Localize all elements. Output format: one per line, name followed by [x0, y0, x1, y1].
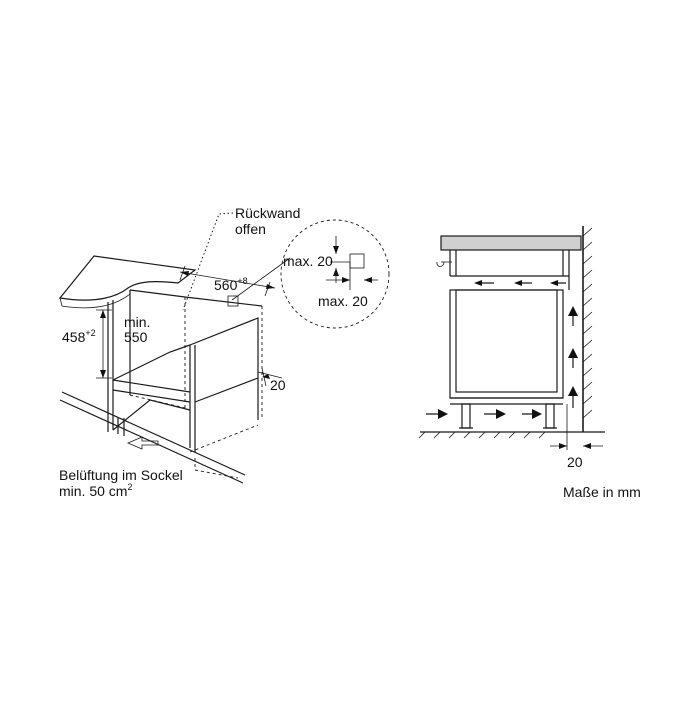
depth-label-line1: min. [124, 314, 150, 330]
hidden-plinth-edge [194, 458, 239, 479]
height-dimension-ticks [96, 309, 112, 379]
width-dimension-label: 560+8 [214, 276, 248, 293]
rear-gap-label: 20 [567, 454, 583, 470]
detail-leader [231, 257, 291, 301]
upper-frame-right [562, 250, 570, 290]
leg-front [461, 403, 471, 429]
floor-hatching [418, 431, 546, 439]
width-dimension-line [179, 271, 276, 289]
rueckwand-label: Rückwand [235, 205, 300, 221]
detail-arrow-down [333, 246, 339, 254]
rear-gap-arrow-right [583, 443, 591, 449]
oven-body [449, 289, 564, 399]
airflow-arrow-left-1 [474, 280, 482, 286]
niche-shelf-right [194, 377, 259, 403]
width-arrow-left [180, 271, 189, 276]
upper-frame-left [449, 250, 457, 276]
height-arrow-top [100, 310, 106, 318]
countertop [58, 255, 197, 301]
gap-arrow [262, 374, 270, 379]
ventilation-arrow-icon [126, 436, 159, 450]
airflow-arrow-right-3 [532, 409, 542, 419]
countertop-edge [59, 293, 131, 309]
detail-circle-outline [280, 219, 390, 329]
floor-line [61, 391, 246, 476]
wall-hatching [582, 227, 593, 419]
width-arrow-right [266, 284, 275, 289]
offen-label: offen [235, 221, 266, 237]
detail-arrow-left [364, 277, 372, 283]
detail-circle [280, 219, 390, 329]
detail-arrow-right [342, 277, 350, 283]
airflow-arrow-up-3 [568, 306, 578, 316]
ventilation-label-line1: Belüftung im Sockel [59, 467, 183, 483]
airflow-arrow-right-1 [438, 409, 448, 419]
oven-inner [455, 289, 558, 393]
cabinet-base [450, 397, 563, 405]
rueckwand-leader [182, 212, 234, 311]
rear-gap-arrow-left [559, 443, 567, 449]
airflow-arrow-up-1 [568, 386, 578, 396]
height-arrow-bottom [100, 370, 106, 378]
floor-line-2 [59, 399, 244, 484]
airflow-arrows [426, 280, 578, 419]
niche-right-panel [189, 317, 259, 420]
worktop [440, 235, 582, 251]
detail-marker [227, 295, 239, 307]
ventilation-label-line2: min. 50 cm2 [59, 482, 132, 499]
niche-shelf-back [112, 344, 191, 381]
detail-max20-bottom: max. 20 [318, 293, 368, 309]
airflow-arrow-right-2 [496, 409, 506, 419]
airflow-arrow-up-2 [568, 348, 578, 358]
hinge-detail [436, 261, 452, 267]
side-section-drawing [418, 226, 605, 450]
detail-max20-top: max. 20 [283, 253, 333, 269]
cabinet-perspective-drawing [58, 212, 291, 484]
gap-left-label: 20 [270, 377, 286, 393]
detail-panel-square [349, 253, 365, 269]
airflow-arrow-left-3 [550, 280, 558, 286]
detail-arrow-up [333, 268, 339, 276]
niche-front-post [189, 345, 196, 452]
height-dimension-label: 458+2 [62, 328, 96, 345]
depth-label-line2: 550 [124, 329, 148, 345]
units-label: Maße in mm [563, 484, 641, 500]
airflow-arrow-left-2 [514, 280, 522, 286]
niche-shelf [112, 379, 191, 403]
niche-back-frame [129, 289, 263, 395]
leg-back [545, 403, 555, 429]
hidden-edges [129, 297, 263, 453]
